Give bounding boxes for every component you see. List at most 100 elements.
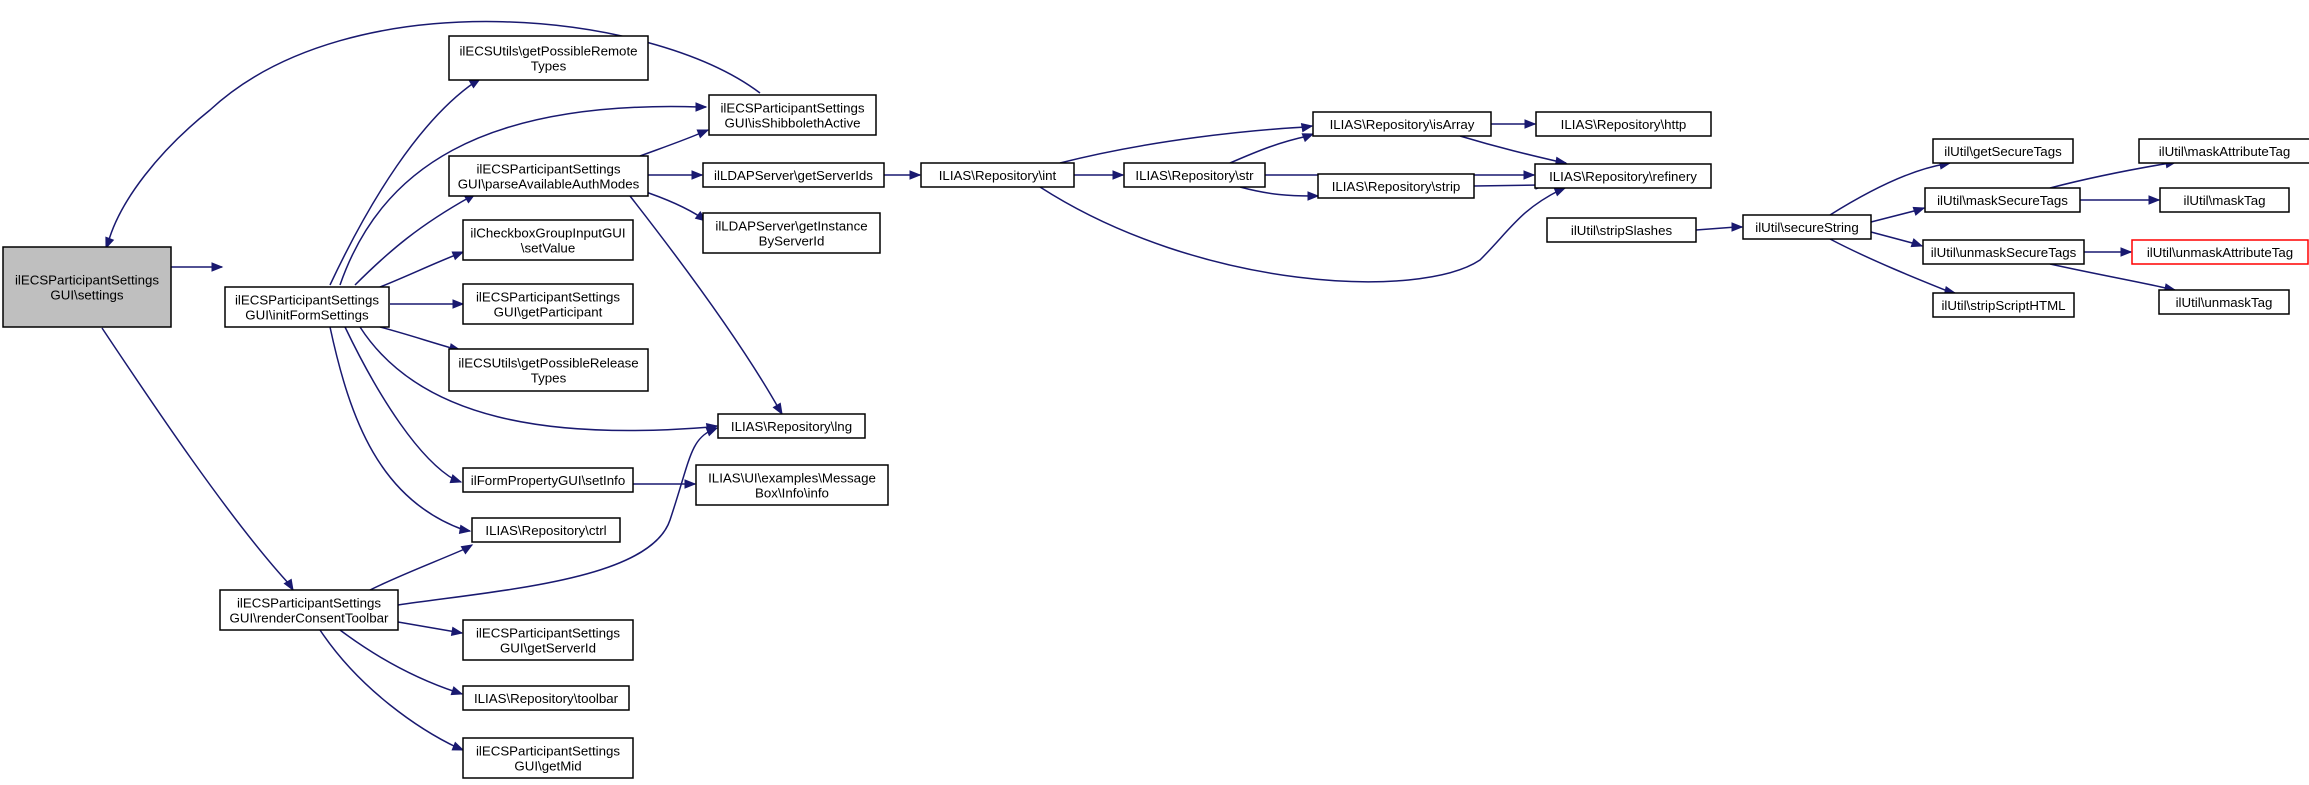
- node-refinery[interactable]: ILIAS\Repository\refinery: [1534, 163, 1712, 189]
- node-initFormSettings-box: [224, 286, 390, 328]
- node-http[interactable]: ILIAS\Repository\http: [1535, 111, 1712, 137]
- node-getSecureTags[interactable]: ilUtil\getSecureTags: [1932, 138, 2074, 164]
- node-parseAvailableAuthModes[interactable]: ilECSParticipantSettingsGUI\parseAvailab…: [448, 155, 649, 197]
- node-unmaskTag-label: ilUtil\unmaskTag: [2176, 295, 2273, 310]
- node-maskAttributeTag-label: ilUtil\maskAttributeTag: [2159, 144, 2291, 159]
- node-getServerId-box: [462, 619, 634, 661]
- node-getPossibleReleaseTypes-label: Types: [531, 371, 567, 386]
- node-isShibbolethActive-label: ilECSParticipantSettings: [720, 101, 864, 116]
- node-setInfo-box: [462, 467, 634, 493]
- node-maskTag-label: ilUtil\maskTag: [2183, 193, 2265, 208]
- arrowhead-str-to-refinery: [1523, 170, 1536, 180]
- arrowhead-maskSecureTags-to-maskTag: [2148, 195, 2161, 205]
- node-renderConsentToolbar-box: [219, 589, 399, 631]
- node-maskTag-box: [2159, 187, 2290, 213]
- arrowhead-getServerIds-to-int: [909, 170, 922, 180]
- node-getServerIds-label: ilLDAPServer\getServerIds: [714, 168, 873, 183]
- node-getServerId-label: GUI\getServerId: [500, 641, 596, 656]
- arrowhead-int-to-str: [1112, 170, 1125, 180]
- node-refinery-box: [1534, 163, 1712, 189]
- node-toolbar-label: ILIAS\Repository\toolbar: [474, 691, 619, 706]
- arrowhead-isShibbolethActive-to-settings: [105, 236, 115, 250]
- edge-isShibbolethActive-to-settings: [105, 20, 761, 249]
- arrowhead-parseAvailableAuthModes-to-lng: [772, 402, 783, 416]
- arrowhead-str-to-isArray: [1301, 133, 1315, 143]
- node-lng[interactable]: ILIAS\Repository\lng: [717, 413, 866, 439]
- node-stripScriptHTML-box: [1932, 292, 2075, 318]
- node-secureString[interactable]: ilUtil\secureString: [1742, 214, 1872, 240]
- node-settings-label: GUI\settings: [50, 288, 124, 303]
- arrowhead-settings-to-initFormSettings: [211, 262, 224, 272]
- node-unmaskTag[interactable]: ilUtil\unmaskTag: [2158, 289, 2290, 315]
- arrowhead-unmaskSecureTags-to-unmaskAttributeTag: [2120, 247, 2133, 257]
- node-int-box: [920, 162, 1075, 188]
- arrowhead-int-to-isArray: [1300, 123, 1314, 133]
- arrowhead-renderConsentToolbar-to-lng: [705, 427, 719, 437]
- node-getServerIds[interactable]: ilLDAPServer\getServerIds: [702, 162, 885, 188]
- node-unmaskAttributeTag-box: [2131, 239, 2309, 265]
- node-isShibbolethActive[interactable]: ilECSParticipantSettingsGUI\isShibboleth…: [708, 94, 877, 136]
- node-isArray[interactable]: ILIAS\Repository\isArray: [1312, 111, 1492, 137]
- node-parseAvailableAuthModes-box: [448, 155, 649, 197]
- node-getPossibleRemoteTypes-label: ilECSUtils\getPossibleRemote: [459, 44, 637, 59]
- node-maskAttributeTag-box: [2138, 138, 2309, 164]
- node-maskAttributeTag[interactable]: ilUtil\maskAttributeTag: [2138, 138, 2309, 164]
- node-getInstanceByServerId-label: ilLDAPServer\getInstance: [715, 219, 867, 234]
- arrowhead-secureString-to-unmaskSecureTags: [1910, 238, 1924, 248]
- node-isArray-label: ILIAS\Repository\isArray: [1330, 117, 1475, 132]
- arrowhead-stripSlashes-to-secureString: [1731, 222, 1744, 232]
- node-maskTag[interactable]: ilUtil\maskTag: [2159, 187, 2290, 213]
- arrowhead-int-to-refinery: [1553, 187, 1567, 197]
- edge-int-to-refinery: [1039, 186, 1566, 283]
- arrowhead-initFormSettings-to-ctrl: [458, 524, 472, 534]
- node-renderConsentToolbar-label: GUI\renderConsentToolbar: [230, 611, 389, 626]
- edge-initFormSettings-to-setValue: [379, 251, 464, 288]
- node-strip-box: [1317, 173, 1475, 199]
- node-setValue[interactable]: ilCheckboxGroupInputGUI\setValue: [462, 219, 634, 261]
- node-getParticipant-label: GUI\getParticipant: [494, 305, 603, 320]
- node-getParticipant[interactable]: ilECSParticipantSettingsGUI\getParticipa…: [462, 283, 634, 325]
- node-int-label: ILIAS\Repository\int: [939, 168, 1057, 183]
- node-getPossibleReleaseTypes-box: [448, 348, 649, 392]
- node-initFormSettings[interactable]: ilECSParticipantSettingsGUI\initFormSett…: [224, 286, 390, 328]
- edge-initFormSettings-to-getPossibleRemoteTypes: [329, 78, 481, 286]
- arrowhead-initFormSettings-to-setValue: [451, 251, 465, 261]
- node-setInfo[interactable]: ilFormPropertyGUI\setInfo: [462, 467, 634, 493]
- node-toolbar-box: [462, 685, 630, 711]
- node-http-label: ILIAS\Repository\http: [1561, 117, 1687, 132]
- node-ctrl[interactable]: ILIAS\Repository\ctrl: [471, 517, 621, 543]
- node-toolbar[interactable]: ILIAS\Repository\toolbar: [462, 685, 630, 711]
- node-setValue-label: \setValue: [521, 241, 575, 256]
- node-strip[interactable]: ILIAS\Repository\strip: [1317, 173, 1475, 199]
- edge-renderConsentToolbar-to-toolbar: [339, 629, 463, 695]
- node-secureString-label: ilUtil\secureString: [1755, 220, 1858, 235]
- node-int[interactable]: ILIAS\Repository\int: [920, 162, 1075, 188]
- node-stripScriptHTML-label: ilUtil\stripScriptHTML: [1941, 298, 2065, 313]
- arrowhead-isArray-to-http: [1524, 119, 1537, 129]
- node-str[interactable]: ILIAS\Repository\str: [1123, 162, 1266, 188]
- node-unmaskTag-box: [2158, 289, 2290, 315]
- node-stripSlashes[interactable]: ilUtil\stripSlashes: [1546, 217, 1697, 243]
- node-parseAvailableAuthModes-label: GUI\parseAvailableAuthModes: [458, 177, 640, 192]
- arrowhead-initFormSettings-to-isShibbolethActive: [695, 102, 708, 112]
- edge-parseAvailableAuthModes-to-lng: [629, 195, 783, 415]
- node-maskSecureTags[interactable]: ilUtil\maskSecureTags: [1924, 187, 2081, 213]
- node-renderConsentToolbar[interactable]: ilECSParticipantSettingsGUI\renderConsen…: [219, 589, 399, 631]
- arrowhead-renderConsentToolbar-to-toolbar: [450, 686, 464, 696]
- node-unmaskAttributeTag[interactable]: ilUtil\unmaskAttributeTag: [2131, 239, 2309, 265]
- node-info-label: ILIAS\UI\examples\Message: [708, 471, 876, 486]
- node-stripScriptHTML[interactable]: ilUtil\stripScriptHTML: [1932, 292, 2075, 318]
- edge-unmaskSecureTags-to-unmaskTag: [2049, 263, 2176, 291]
- node-unmaskAttributeTag-label: ilUtil\unmaskAttributeTag: [2147, 245, 2293, 260]
- node-settings-label: ilECSParticipantSettings: [15, 273, 159, 288]
- edge-renderConsentToolbar-to-ctrl: [369, 544, 473, 591]
- node-getParticipant-label: ilECSParticipantSettings: [476, 290, 620, 305]
- node-unmaskSecureTags[interactable]: ilUtil\unmaskSecureTags: [1922, 239, 2085, 265]
